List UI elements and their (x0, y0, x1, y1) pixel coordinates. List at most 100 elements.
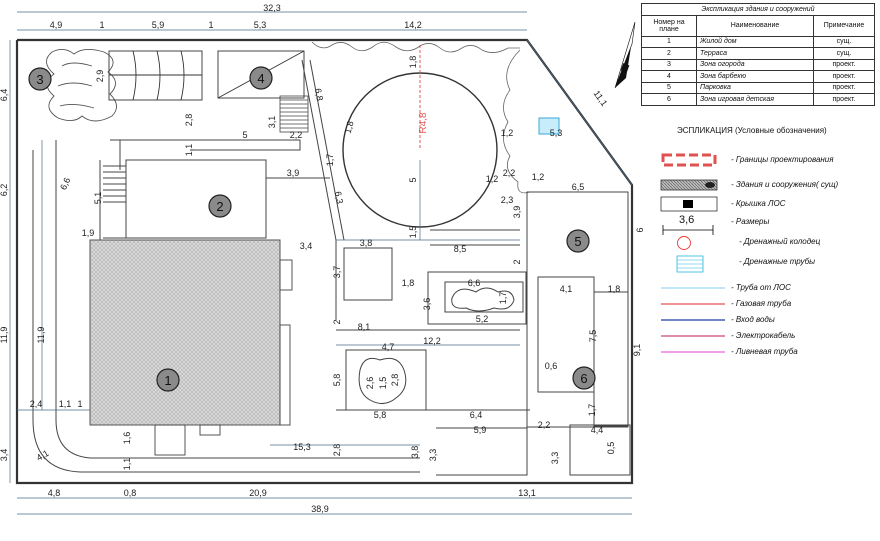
dim: 3,8 (410, 446, 420, 459)
dim: 5 (408, 177, 418, 182)
dim: 1,1 (59, 399, 72, 409)
dim: 6 (635, 227, 645, 232)
row-note: проект. (813, 70, 875, 83)
legend-label: - Дренажные трубы (739, 257, 816, 266)
dim: 1 (77, 399, 82, 409)
legend-label: - Вход воды (731, 315, 775, 324)
dim: 2,2 (538, 420, 551, 430)
legend-item: - Труба от ЛОС (655, 280, 880, 296)
row-num: 3 (641, 58, 697, 71)
dim: 1,8 (343, 120, 356, 135)
dim: 4,9 (50, 20, 63, 30)
dim: 6,3 (333, 190, 345, 204)
zone-2-label: 2 (216, 199, 223, 214)
legend-item: 3,6 - Размеры (655, 214, 880, 236)
legend-item: - Крышка ЛОС (655, 196, 880, 212)
drain-pipes-icon (676, 255, 704, 273)
dim: 2,8 (390, 374, 400, 387)
drain-well-icon (677, 236, 691, 250)
row-name: Зона барбекю (696, 70, 814, 83)
dim: 14,2 (404, 20, 422, 30)
dim-bottom-total: 38,9 (311, 504, 329, 514)
dim: 3,4 (0, 449, 9, 462)
dim: 1,7 (498, 292, 508, 305)
row-note: сущ. (813, 35, 875, 48)
garden-beds (46, 49, 117, 122)
row-num: 5 (641, 81, 697, 94)
dim: 5,8 (332, 374, 342, 387)
dim: 6,6 (58, 176, 72, 192)
dim: 3,6 (422, 298, 432, 311)
dim: 2 (332, 319, 342, 324)
dim: 5,3 (254, 20, 267, 30)
row-num: 1 (641, 35, 697, 48)
building-hatch-icon (660, 179, 718, 191)
dim: 5,2 (476, 314, 489, 324)
legend: ЭСПЛИКАЦИЯ (Условные обозначения) - Гран… (655, 120, 880, 370)
dim: 2,3 (501, 195, 514, 205)
zone-5-label: 5 (574, 234, 581, 249)
dim: 6,2 (0, 184, 9, 197)
dim: 1,8 (402, 278, 415, 288)
dim: 4,1 (560, 284, 573, 294)
dim: 1 (99, 20, 104, 30)
septic-cover-icon (660, 196, 718, 212)
legend-item: - Вход воды (655, 312, 880, 328)
dim: 5,3 (550, 128, 563, 138)
north-label: N (619, 62, 631, 76)
gas-pipe-icon (661, 303, 725, 305)
electric-cable-icon (661, 335, 725, 337)
dim: 2 (512, 259, 522, 264)
dim: 3,1 (267, 116, 277, 129)
table-header: Номер на плане (641, 14, 697, 37)
dim: 1 (208, 20, 213, 30)
dim: 6,8 (313, 87, 325, 101)
legend-title: ЭСПЛИКАЦИЯ (Условные обозначения) (677, 126, 827, 135)
dim: 3,3 (428, 449, 438, 462)
dim: 0,8 (124, 488, 137, 498)
north-arrow-icon (614, 21, 636, 89)
dim: 3,4 (300, 241, 313, 251)
terrace (103, 159, 330, 239)
dim: 0,5 (606, 442, 616, 455)
los-pipe-icon (661, 287, 725, 289)
dim: 1,1 (122, 458, 132, 471)
row-name: Жилой дом (696, 35, 814, 48)
dim: 7,5 (588, 330, 598, 343)
dim: 1,8 (608, 284, 621, 294)
size-example: 3,6 (679, 214, 695, 226)
boundary-dashed-icon (661, 153, 717, 167)
dim: 1,1 (184, 144, 194, 157)
legend-item: - Ливневая труба (655, 344, 880, 360)
dim: 1,8 (408, 56, 418, 69)
dim: 2,8 (332, 444, 342, 457)
row-name: Парковка (696, 81, 814, 94)
dim: 3,9 (287, 168, 300, 178)
plot-boundary (15, 38, 634, 485)
dim: 2,4 (30, 399, 43, 409)
row-name: Терраса (696, 47, 814, 60)
legend-item: - Дренажный колодец (655, 234, 880, 252)
dim: 11,1 (592, 89, 610, 109)
dim: 8,5 (454, 244, 467, 254)
legend-label: - Крышка ЛОС (731, 199, 786, 208)
legend-item: - Границы проектирования (655, 152, 880, 168)
zone-4-label: 4 (257, 71, 264, 86)
legend-label: - Газовая труба (731, 299, 792, 308)
dimension-lines (9, 11, 633, 515)
radius-label: R4,8 (418, 112, 429, 134)
dim: 1,6 (122, 432, 132, 445)
dim: 5,9 (474, 425, 487, 435)
house (89, 239, 281, 426)
dim: 2,2 (503, 168, 516, 178)
row-num: 4 (641, 70, 697, 83)
dim: 1,7 (587, 404, 597, 417)
dim: 3,9 (512, 206, 522, 219)
legend-label: - Здания и сооружения( сущ) (731, 180, 839, 189)
stairs (279, 95, 309, 133)
dim: 13,1 (518, 488, 536, 498)
legend-label: - Размеры (731, 217, 770, 226)
table-row: 4 Зона барбекю проект. (641, 70, 875, 83)
legend-label: - Дренажный колодец (739, 237, 821, 246)
